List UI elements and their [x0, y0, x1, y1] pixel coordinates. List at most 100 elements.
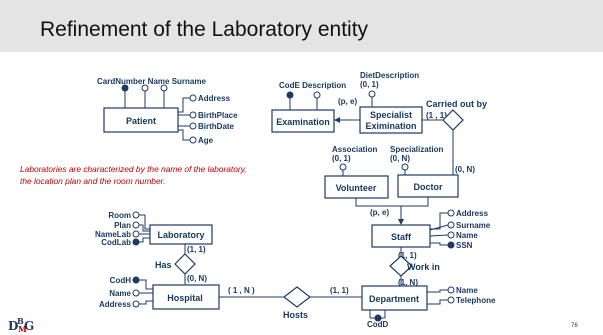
generalization-arrow-icon	[334, 117, 340, 123]
hosp-has-card: (0, N)	[187, 274, 207, 283]
ssn-key-icon	[447, 241, 455, 249]
patient-attr-age: Age	[198, 136, 214, 145]
hospital-entity	[152, 284, 220, 310]
association-card: (0, 1)	[332, 154, 351, 163]
dietdescription-attr-icon	[368, 90, 376, 98]
specialist-examination-entity	[359, 106, 423, 134]
dbmg-logo: D B M G	[8, 316, 34, 334]
specialist-examination-label-1: Specialist	[370, 110, 412, 120]
specialization-attr-icon	[401, 163, 409, 171]
work-in-label: Work in	[407, 262, 440, 272]
department-label: Department	[369, 294, 419, 304]
staff-label: Staff	[391, 232, 412, 242]
surname-attr-icon	[160, 84, 168, 92]
doctor-carried-card: (0, N)	[455, 165, 475, 174]
name-attr-icon	[141, 84, 149, 92]
association-attr: Association	[332, 145, 377, 154]
slide-title: Refinement of the Laboratory entity	[40, 18, 369, 41]
dept-attr-name: Name	[456, 286, 478, 295]
patient-label: Patient	[126, 116, 156, 126]
examination-top-attributes: CodE Description	[279, 81, 346, 90]
lab-attr-room: Room	[108, 211, 131, 220]
hosp-attr-codh: CodH	[110, 276, 132, 285]
diet-description-card: (0, 1)	[360, 80, 379, 89]
hosp-name-attr-icon	[132, 289, 140, 297]
examination-label: Examination	[276, 117, 330, 127]
dept-attr-codd: CodD	[367, 320, 389, 329]
staff-attr-address: Address	[456, 209, 489, 218]
staff-generalization-arrow-icon	[398, 219, 404, 225]
staff-group: Staff Address Surname Name SSN (1, 1)	[371, 209, 491, 260]
logo-letter-g: G	[24, 319, 34, 333]
specialization-attr: Specialization	[390, 145, 443, 154]
dept-work-card: (1, N)	[398, 278, 418, 287]
hosts-relationship	[283, 286, 311, 308]
carried-out-by-group: Carried out by (0, N)	[426, 99, 487, 175]
carried-out-by-label: Carried out by	[426, 99, 487, 109]
volunteer-label: Volunteer	[336, 183, 377, 193]
lab-attr-namelab: NameLab	[95, 230, 131, 239]
birthplace-attr-icon	[189, 111, 197, 119]
note-line-1: Laboratories are characterized by the na…	[20, 164, 247, 174]
telephone-attr-icon	[447, 296, 455, 304]
spec-carried-card: (1 , 1)	[426, 111, 447, 120]
description-attr-icon	[313, 91, 321, 99]
department-group: Department Name Telephone CodD	[361, 285, 496, 329]
doctor-label: Doctor	[414, 182, 443, 192]
page-number: 76	[571, 323, 578, 329]
patient-group: CardNumber Name Surname Patient Address …	[97, 77, 238, 145]
staff-address-attr-icon	[447, 209, 455, 217]
examination-entity	[271, 109, 335, 133]
cardnumber-key-icon	[121, 84, 129, 92]
logo-letter-d: D	[8, 319, 18, 333]
has-relationship	[174, 253, 196, 275]
staff-generalization-card: (p, e)	[370, 208, 389, 217]
diet-description-attr: DietDescription	[360, 71, 419, 80]
hosts-label: Hosts	[283, 310, 308, 320]
code-key-icon	[286, 91, 294, 99]
dept-attr-telephone: Telephone	[456, 296, 496, 305]
staff-work-card: (1, 1)	[398, 251, 417, 260]
has-label: Has	[155, 260, 172, 270]
examination-group: CodE Description Examination (p, e)	[271, 81, 360, 133]
dept-hosts-card: (1, 1)	[330, 286, 349, 295]
specialist-examination-group: DietDescription (0, 1) Specialist Eximin…	[359, 71, 447, 134]
title-bar: Refinement of the Laboratory entity	[0, 0, 603, 52]
work-in-group: Work in (1, N)	[389, 255, 440, 287]
patient-attr-birthdate: BirthDate	[198, 122, 235, 131]
patient-top-attributes: CardNumber Name Surname	[97, 77, 206, 86]
hospital-label: Hospital	[167, 293, 203, 303]
codlab-key-icon	[132, 238, 140, 246]
department-entity	[361, 285, 428, 311]
codd-key-icon	[374, 314, 382, 322]
note-line-2: the location plan and the room number.	[20, 176, 165, 186]
patient-attr-birthplace: BirthPlace	[198, 111, 238, 120]
logo-letter-b: B	[17, 316, 24, 326]
hosp-address-attr-icon	[132, 300, 140, 308]
specialist-examination-label-2: Eximination	[365, 121, 416, 131]
hosp-attr-address: Address	[99, 300, 132, 309]
staff-surname-attr-icon	[447, 221, 455, 229]
address-attr-icon	[189, 94, 197, 102]
patient-entity	[103, 107, 179, 133]
room-attr-icon	[132, 211, 140, 219]
age-attr-icon	[189, 136, 197, 144]
specialization-card: (0, N)	[390, 154, 410, 163]
logo-letter-m: M	[18, 324, 27, 334]
hosp-attr-name: Name	[109, 289, 131, 298]
hosp-hosts-card: ( 1 , N )	[228, 286, 255, 295]
hospital-group: Hospital CodH Name Address (0, N)	[99, 274, 220, 310]
birthdate-attr-icon	[189, 122, 197, 130]
has-group: Has (1, 1)	[155, 244, 206, 275]
hosts-group: ( 1 , N ) Hosts (1, 1)	[219, 286, 362, 320]
association-attr-icon	[339, 163, 347, 171]
lab-attr-codlab: CodLab	[101, 238, 131, 247]
staff-name-attr-icon	[447, 231, 455, 239]
staff-subclasses-group: Association (0, 1) Specialization (0, N)…	[324, 145, 459, 225]
laboratory-group: Laboratory Room Plan NameLab CodLab	[95, 211, 213, 247]
staff-attr-name: Name	[456, 231, 478, 240]
lab-has-card: (1, 1)	[187, 245, 206, 254]
staff-attr-ssn: SSN	[456, 241, 473, 250]
exam-generalization-card: (p, e)	[338, 97, 357, 106]
